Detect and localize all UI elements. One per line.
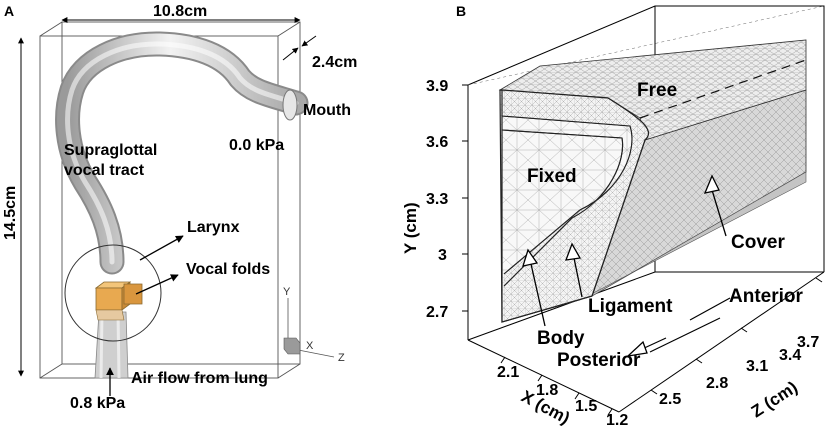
panel-a: A 10.8cm 2.4cm 14.5cm [2,3,357,412]
height-dimension: 14.5cm [2,37,24,377]
z-tick-label: 2.8 [706,375,728,392]
supraglottal-label-line2: vocal tract [64,162,145,179]
body-label: Body [537,328,585,349]
mouth-pressure-label: 0.0 kPa [229,137,284,154]
panel-a-letter: A [4,3,14,19]
vocal-fold-block [94,281,143,321]
y-axis: 3.9 3.6 3.3 3 2.7 Y (cm) [401,78,468,321]
larynx-circle [64,244,162,342]
fixed-label: Fixed [527,166,577,187]
air-flow-label: Air flow from lung [131,370,268,387]
panel-b-letter: B [456,3,466,19]
ligament-label: Ligament [588,296,673,317]
larynx-arrow [139,235,184,261]
z-tick-label: 2.5 [659,391,681,408]
axis-box [467,5,825,413]
triad-z-label: Z [338,352,345,364]
anterior-label: Anterior [729,286,804,307]
cover-label: Cover [731,232,785,253]
triad-x-label: X [306,340,314,352]
free-label: Free [637,80,677,101]
coordinate-triad: Y X Z [283,286,345,364]
y-tick-label: 3.9 [426,78,448,95]
y-tick-label: 2.7 [426,304,448,321]
mouth-label: Mouth [303,102,351,119]
y-tick-label: 3.3 [426,191,448,208]
z-axis-title: Z (cm) [748,378,801,422]
x-tick-label: 1.2 [606,412,628,427]
z-tick-label: 3.4 [779,347,801,364]
z-tick-label: 3.7 [797,334,819,351]
x-tick-label: 1.5 [575,398,597,415]
width-dimension: 10.8cm [61,3,301,23]
y-axis-title: Y (cm) [401,202,420,254]
vocal-folds-arrow [135,274,179,295]
panel-b: B [401,3,825,427]
x-tick-label: 2.1 [497,364,519,381]
width-dimension-label: 10.8cm [153,3,207,20]
larynx-label: Larynx [187,219,240,236]
lung-pressure-label: 0.8 kPa [70,395,125,412]
triad-y-label: Y [283,286,291,298]
pointer-arrows [522,174,731,357]
posterior-label: Posterior [557,350,641,371]
y-tick-label: 3.6 [426,134,448,151]
supraglottal-label-line1: Supraglottal [64,142,157,159]
z-tick-label: 3.1 [746,358,768,375]
depth-dimension-label: 2.4cm [312,54,357,71]
vocal-tract-tube [55,31,309,379]
x-tick-label: 1.8 [536,382,558,399]
y-tick-label: 3 [438,247,447,264]
height-dimension-label: 14.5cm [2,186,19,240]
depth-dimension: 2.4cm [282,35,357,71]
vocal-folds-label: Vocal folds [186,261,270,278]
